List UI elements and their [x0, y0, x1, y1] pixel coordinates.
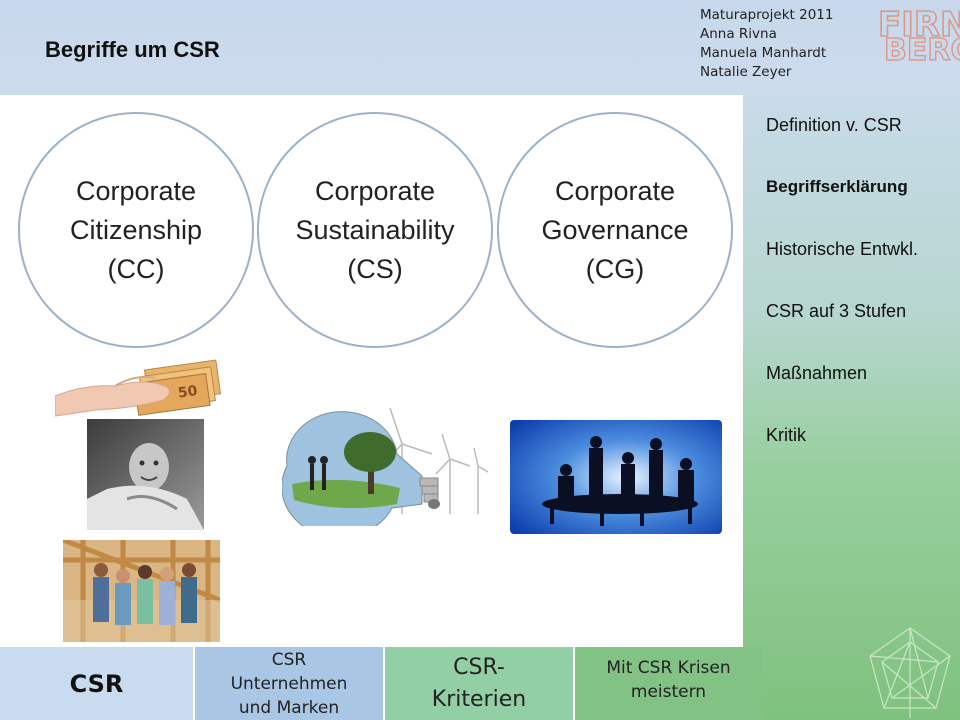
sidebar-item-historische-entwicklung[interactable]: Historische Entwkl.: [766, 239, 919, 259]
business-meeting-image: [510, 420, 722, 534]
child-hug-image: [87, 419, 204, 530]
credit-line: Manuela Manhardt: [700, 45, 827, 61]
circle-text: Citizenship: [69, 214, 203, 245]
header: Begriffe um CSR Maturaprojekt 2011 Anna …: [0, 0, 960, 95]
tab-label: und Marken: [238, 697, 340, 718]
tab-label: Kriterien: [431, 686, 527, 712]
circle-text: (CS): [347, 253, 403, 284]
credit-line: Natalie Zeyer: [700, 64, 792, 80]
tab-label: meistern: [630, 681, 707, 702]
tab-label: CSR-: [453, 654, 505, 680]
tab-label: CSR: [69, 669, 124, 698]
credits: Maturaprojekt 2011 Anna Rivna Manuela Ma…: [700, 6, 834, 82]
tab-csr[interactable]: CSR: [0, 647, 193, 720]
sidebar-item-csr-3-stufen[interactable]: CSR auf 3 Stufen: [766, 301, 907, 321]
page-title: Begriffe um CSR: [45, 37, 220, 62]
money-hand-image: 50: [55, 356, 227, 418]
circle-text: Governance: [541, 214, 689, 245]
tab-csr-unternehmen-marken[interactable]: CSR Unternehmen und Marken: [193, 647, 383, 720]
sidebar-item-definition[interactable]: Definition v. CSR: [766, 115, 902, 135]
tab-label: Mit CSR Krisen: [606, 657, 731, 678]
tab-label: CSR: [271, 649, 307, 670]
money-note-value: 50: [177, 383, 199, 402]
sidebar-item-massnahmen[interactable]: Maßnahmen: [766, 363, 868, 383]
circle-corporate-governance: Corporate Governance (CG): [497, 112, 733, 348]
credit-line: Maturaprojekt 2011: [700, 7, 834, 23]
tab-csr-krisen-meistern[interactable]: Mit CSR Krisen meistern: [573, 647, 762, 720]
tab-label: Unternehmen: [230, 673, 348, 694]
circle-text: Sustainability: [295, 214, 455, 245]
firnberg-logo: FIRN BERG: [877, 4, 960, 66]
circle-corporate-citizenship: Corporate Citizenship (CC): [18, 112, 254, 348]
credit-line: Anna Rivna: [700, 26, 777, 42]
tab-csr-kriterien[interactable]: CSR- Kriterien: [383, 647, 573, 720]
web-decoration-icon: [869, 627, 951, 718]
circle-text: Corporate: [314, 175, 436, 206]
logo-text-top: FIRN: [878, 5, 960, 45]
sidebar-item-begriffserklaerung[interactable]: Begriffserklärung: [766, 177, 908, 196]
circle-corporate-sustainability: Corporate Sustainability (CS): [257, 112, 493, 348]
sidebar-item-kritik[interactable]: Kritik: [766, 425, 806, 445]
circle-text: (CG): [585, 253, 645, 284]
circle-text: (CC): [107, 253, 165, 284]
circle-text: Corporate: [75, 175, 197, 206]
circle-text: Corporate: [554, 175, 676, 206]
construction-group-image: [63, 540, 220, 642]
sidebar-nav: Definition v. CSR Begriffserklärung Hist…: [743, 95, 960, 720]
lightbulb-tree-image: [282, 404, 490, 526]
logo-text-bottom: BERG: [884, 33, 960, 66]
